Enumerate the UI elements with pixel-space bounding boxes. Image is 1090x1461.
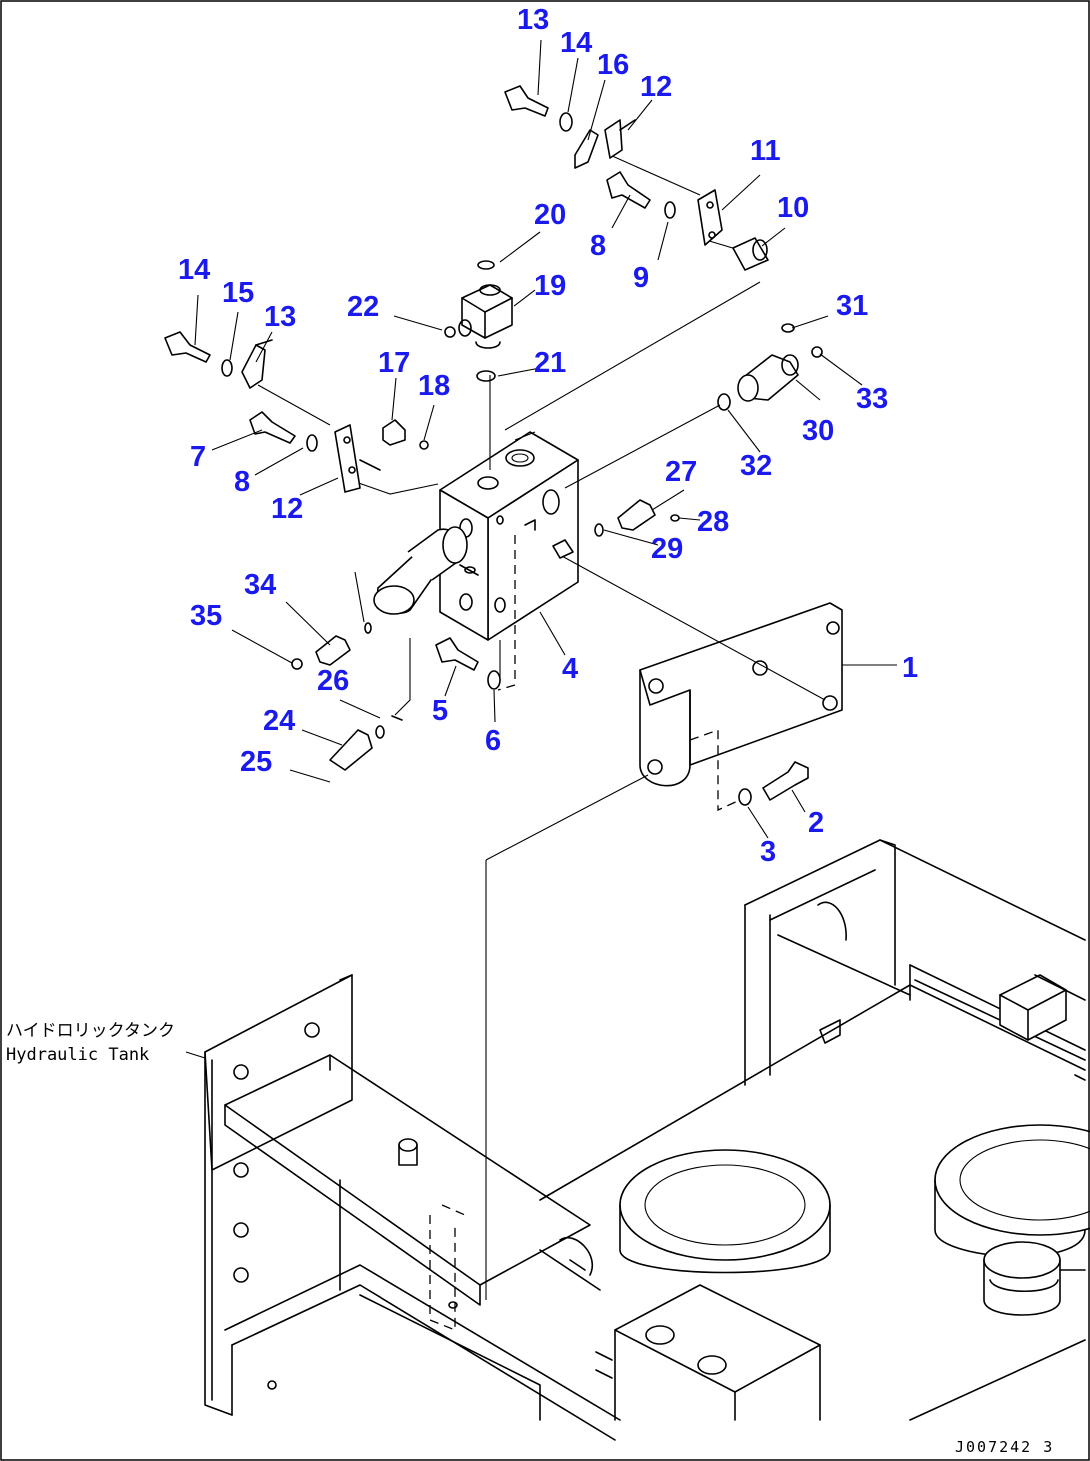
callout-2: 2 (808, 807, 824, 839)
callout-27: 28 (697, 506, 729, 538)
callout-13-top: 12 (640, 71, 672, 103)
tank-label-english: Hydraulic Tank (6, 1045, 149, 1065)
callout-11: 10 (777, 192, 809, 224)
callout-15-top: 14 (560, 27, 592, 59)
callout-19: 19 (534, 270, 566, 302)
callout-34: 35 (190, 600, 222, 632)
solenoid-valve-drawing (373, 526, 479, 615)
callout-12-top: 11 (750, 135, 781, 167)
callout-leaders (194, 39, 897, 839)
callout-10: 9 (633, 262, 649, 294)
callout-8: 8 (234, 466, 250, 498)
small-parts (164, 85, 823, 806)
callout-12-left: 12 (271, 493, 303, 525)
callout-14-left: 14 (178, 254, 210, 286)
callout-7: 7 (190, 441, 206, 473)
callout-13-left: 13 (264, 301, 296, 333)
hydraulic-tank-label: ハイドロリックタンク Hydraulic Tank (6, 1021, 206, 1065)
callout-6: 6 (485, 725, 501, 757)
callout-26: 27 (665, 456, 697, 488)
callout-15-left: 15 (222, 277, 254, 309)
callout-3: 3 (760, 836, 776, 868)
callout-9: 8 (590, 230, 606, 262)
hydraulic-tank-drawing (204, 839, 1090, 1441)
callout-4: 4 (562, 653, 578, 685)
callout-5: 5 (432, 695, 448, 727)
callout-25: 26 (317, 665, 349, 697)
drawing-code: J007242 3 (955, 1438, 1054, 1456)
callout-22: 22 (347, 291, 379, 323)
callout-labels: 13 14 16 12 11 10 8 9 20 19 22 21 14 15 … (178, 4, 918, 868)
callout-18: 18 (418, 370, 450, 402)
callout-28: 29 (651, 533, 683, 565)
callout-1: 1 (902, 652, 918, 684)
callout-32: 33 (856, 383, 888, 415)
callout-33: 34 (244, 569, 276, 601)
callout-17: 17 (378, 347, 410, 379)
assembly-lines (257, 154, 826, 1300)
callout-30: 31 (836, 290, 868, 322)
callout-20: 20 (534, 199, 566, 231)
callout-21: 21 (534, 347, 566, 379)
callout-24: 25 (240, 746, 272, 778)
callout-23: 24 (263, 705, 295, 737)
callout-14-top: 13 (517, 4, 549, 36)
callout-29: 30 (802, 415, 834, 447)
callout-31: 32 (740, 450, 772, 482)
tank-label-japanese: ハイドロリックタンク (6, 1021, 175, 1041)
callout-16: 16 (597, 49, 629, 81)
bracket-plate-drawing (639, 602, 843, 812)
